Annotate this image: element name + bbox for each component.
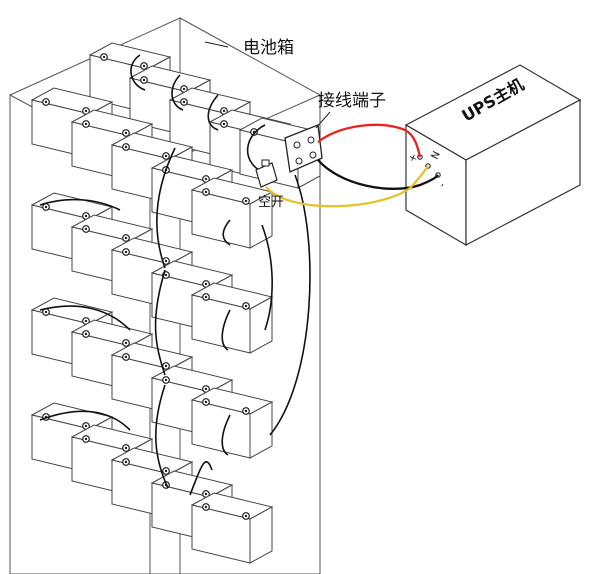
battery-stacks (30, 42, 322, 564)
battery-terminal-center (124, 446, 128, 450)
ups-terminal-n-label: N (430, 150, 443, 161)
battery-terminal-center (204, 492, 208, 496)
battery (190, 282, 274, 354)
battery-terminal-center (164, 154, 168, 158)
breaker-lever (261, 159, 270, 167)
terminal-screw-2 (307, 136, 315, 144)
cable-row2-link-c (222, 219, 231, 246)
battery-cabinet-label: 电池箱 (243, 38, 294, 58)
battery (190, 177, 274, 249)
battery-side (249, 296, 273, 354)
battery-terminal-center (182, 87, 186, 91)
battery-side (249, 191, 273, 249)
cable-row3-link-a (39, 305, 131, 331)
battery-terminal-center (84, 227, 88, 231)
battery-terminal-center (142, 64, 146, 68)
cable-row4-link-a (39, 410, 131, 431)
breaker (255, 159, 278, 188)
cable-row2-link-a (39, 198, 121, 211)
terminal-leader (315, 111, 331, 129)
ups-host (404, 64, 582, 247)
battery-terminal-center (124, 145, 128, 149)
battery-terminal-center (124, 460, 128, 464)
battery-terminal-center (222, 122, 226, 126)
terminal-block-body (284, 124, 323, 173)
ups-terminal-negative-label: - (437, 181, 449, 189)
battery-terminal-center (182, 100, 186, 104)
battery-terminal-center (124, 236, 128, 240)
terminal-screw-1 (293, 141, 301, 149)
battery-terminal-center (244, 514, 248, 518)
cable-row1-link-c (207, 94, 219, 131)
battery-terminal-center (124, 355, 128, 359)
positive-wire-red (317, 123, 422, 158)
battery-terminal-center (84, 319, 88, 323)
battery-terminal-center (164, 259, 168, 263)
breaker-label: 空开 (258, 195, 284, 210)
terminal-block (284, 111, 331, 173)
cable-top-to-breaker (246, 124, 266, 173)
battery-terminal-center (204, 400, 208, 404)
cable-row2-link-b (156, 147, 176, 269)
neutral-wire-yellow (265, 165, 429, 208)
cable-row3-link-b (154, 269, 166, 376)
battery-terminal-center (164, 364, 168, 368)
cable-row4-link-c (221, 414, 231, 456)
battery-terminal-center (164, 378, 168, 382)
battery-terminal-center (124, 250, 128, 254)
battery-terminal-center (244, 409, 248, 413)
cable-row1-link-b (171, 74, 184, 111)
terminal-block-label: 接线端子 (318, 91, 386, 111)
cable-row4-link-b (155, 384, 169, 489)
terminal-screw-4 (309, 151, 317, 159)
battery-terminal-center (164, 469, 168, 473)
battery-terminal-center (84, 332, 88, 336)
battery-terminal-center (244, 304, 248, 308)
battery-terminal-center (84, 437, 88, 441)
battery-terminal-center (222, 109, 226, 113)
cable-lower-link (189, 461, 213, 496)
battery (190, 492, 274, 564)
battery (190, 387, 274, 459)
battery-terminal-center (204, 295, 208, 299)
battery-terminal-center (124, 131, 128, 135)
battery-side (249, 506, 273, 564)
battery-terminal-center (142, 78, 146, 82)
cable-mid-to-right (261, 224, 273, 331)
cable-row3-link-c (221, 309, 231, 351)
battery-terminal-center (84, 424, 88, 428)
battery-terminal-center (164, 273, 168, 277)
battery-terminal-center (44, 205, 48, 209)
battery-terminal-center (244, 199, 248, 203)
battery-terminal-center (84, 109, 88, 113)
battery-terminal-center (204, 177, 208, 181)
battery-terminal-center (84, 214, 88, 218)
battery-terminal-center (84, 122, 88, 126)
battery-terminal-center (102, 55, 106, 59)
cable-row1-link-a (130, 54, 146, 91)
battery-side (249, 401, 273, 459)
battery-terminal-center (124, 341, 128, 345)
cabinet-label-leader (204, 41, 229, 48)
battery-terminal-center (44, 100, 48, 104)
ups-right-face (465, 99, 581, 246)
battery-terminal-center (204, 505, 208, 509)
battery-terminal-center (204, 387, 208, 391)
battery-terminal-center (44, 310, 48, 314)
terminal-screw-3 (295, 157, 303, 165)
battery-terminal-center (204, 282, 208, 286)
battery-terminal-center (204, 190, 208, 194)
negative-wire-black (317, 159, 439, 190)
